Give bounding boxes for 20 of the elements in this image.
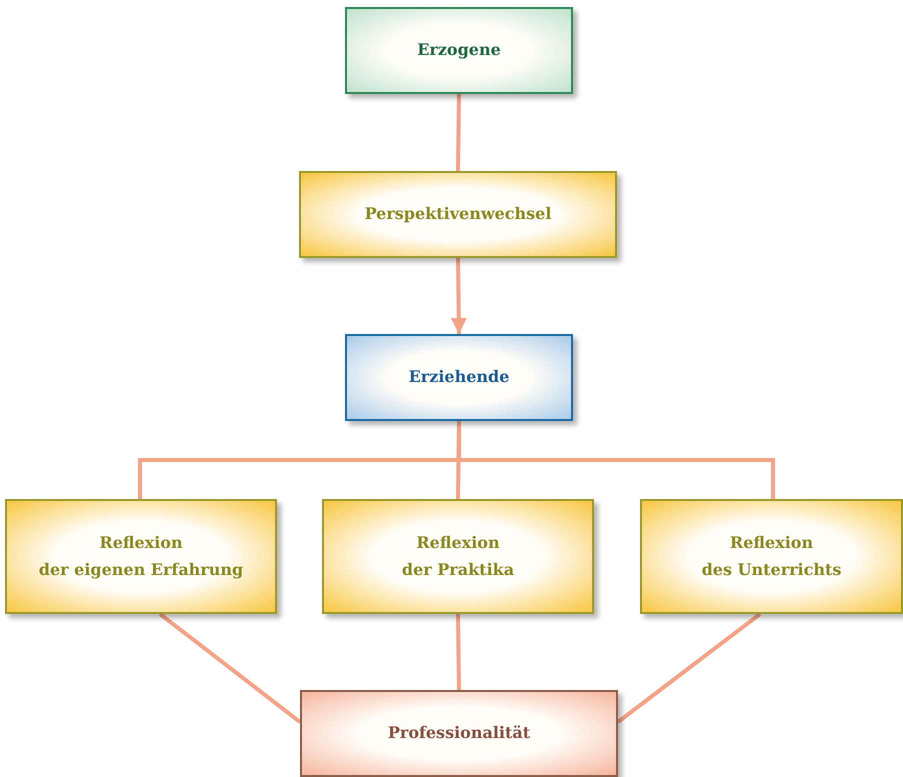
box-label: Reflexion des Unterrichts [702,532,842,580]
box-label: Reflexion der Praktika [402,532,514,580]
process-box [640,499,903,614]
process-box [345,334,573,421]
process-box [300,690,618,777]
process-box [5,499,277,614]
box-label: Reflexion der eigenen Erfahrung [38,532,244,580]
connector-line [158,612,302,724]
arrow [450,258,467,334]
connector-line [456,614,461,690]
box-label: Professionalität [388,722,530,744]
connector-line [616,612,762,724]
process-box [299,171,617,258]
box-label: Perspektivenwechsel [364,203,552,226]
box-label: Erzogene [417,39,501,62]
box-label: Erziehende [408,366,510,388]
process-box [322,499,594,614]
connector-line [456,94,461,172]
connector-line [457,421,775,499]
process-box [345,7,573,94]
